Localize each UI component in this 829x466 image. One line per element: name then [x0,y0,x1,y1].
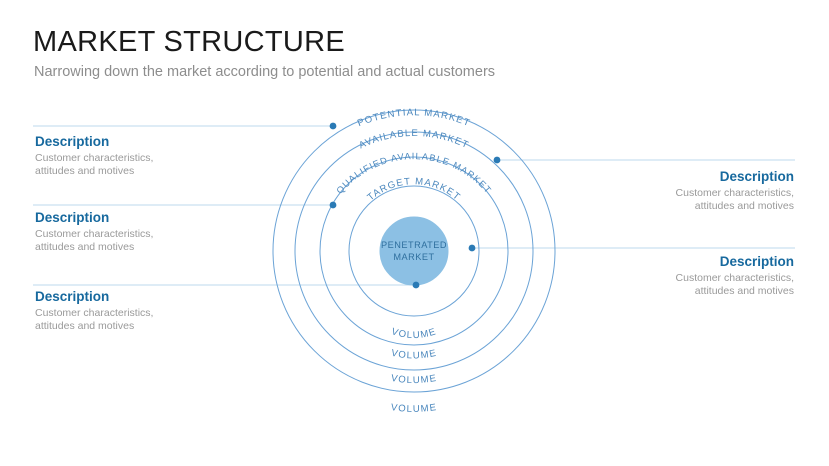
description-block-right-2[interactable]: Description Customer characteristics, at… [594,253,794,298]
page-subtitle: Narrowing down the market according to p… [34,64,496,80]
description-block-left-1[interactable]: Description Customer characteristics, at… [35,133,235,178]
description-body: Customer characteristics, attitudes and … [35,307,154,332]
description-title: Description [35,134,110,149]
ring-available-market [294,131,534,371]
description-title: Description [35,210,110,225]
description-title: Description [35,289,110,304]
connector-dot-potential-market[interactable] [329,122,337,130]
ring-potential-market [272,109,556,393]
description-block-right-1[interactable]: Description Customer characteristics, at… [594,168,794,213]
description-title: Description [719,254,794,269]
ring-label-volume-1: VOLUME [390,326,438,341]
connector-dot-qualified-available-market[interactable] [329,201,337,209]
connector-dot-penetrated-market[interactable] [412,281,420,289]
core-penetrated-market [379,216,449,286]
ring-label-volume-4: VOLUME [390,402,438,415]
page-title: MARKET STRUCTURE [33,26,346,58]
description-body: Customer characteristics, attitudes and … [35,152,154,177]
description-title: Description [719,169,794,184]
ring-label-qualified-available-market: QUALIFIED AVAILABLE MARKET [334,151,493,196]
connector-dot-target-market[interactable] [468,244,476,252]
description-block-left-2[interactable]: Description Customer characteristics, at… [35,209,235,254]
ring-target-market [348,185,480,317]
core-label-line2: MARKET [393,252,434,262]
ring-label-target-market: TARGET MARKET [365,176,462,203]
ring-label-volume-3: VOLUME [390,373,438,386]
description-body: Customer characteristics, attitudes and … [675,272,794,297]
description-body: Customer characteristics, attitudes and … [675,187,794,212]
ring-qualified-available-market [319,156,509,346]
description-body: Customer characteristics, attitudes and … [35,228,154,253]
ring-label-potential-market: POTENTIAL MARKET [356,107,472,129]
ring-label-available-market: AVAILABLE MARKET [357,128,471,151]
connector-dot-available-market[interactable] [493,156,501,164]
description-block-left-3[interactable]: Description Customer characteristics, at… [35,288,235,333]
ring-label-volume-2: VOLUME [390,348,438,362]
core-label-line1: PENETRATED [381,240,447,250]
